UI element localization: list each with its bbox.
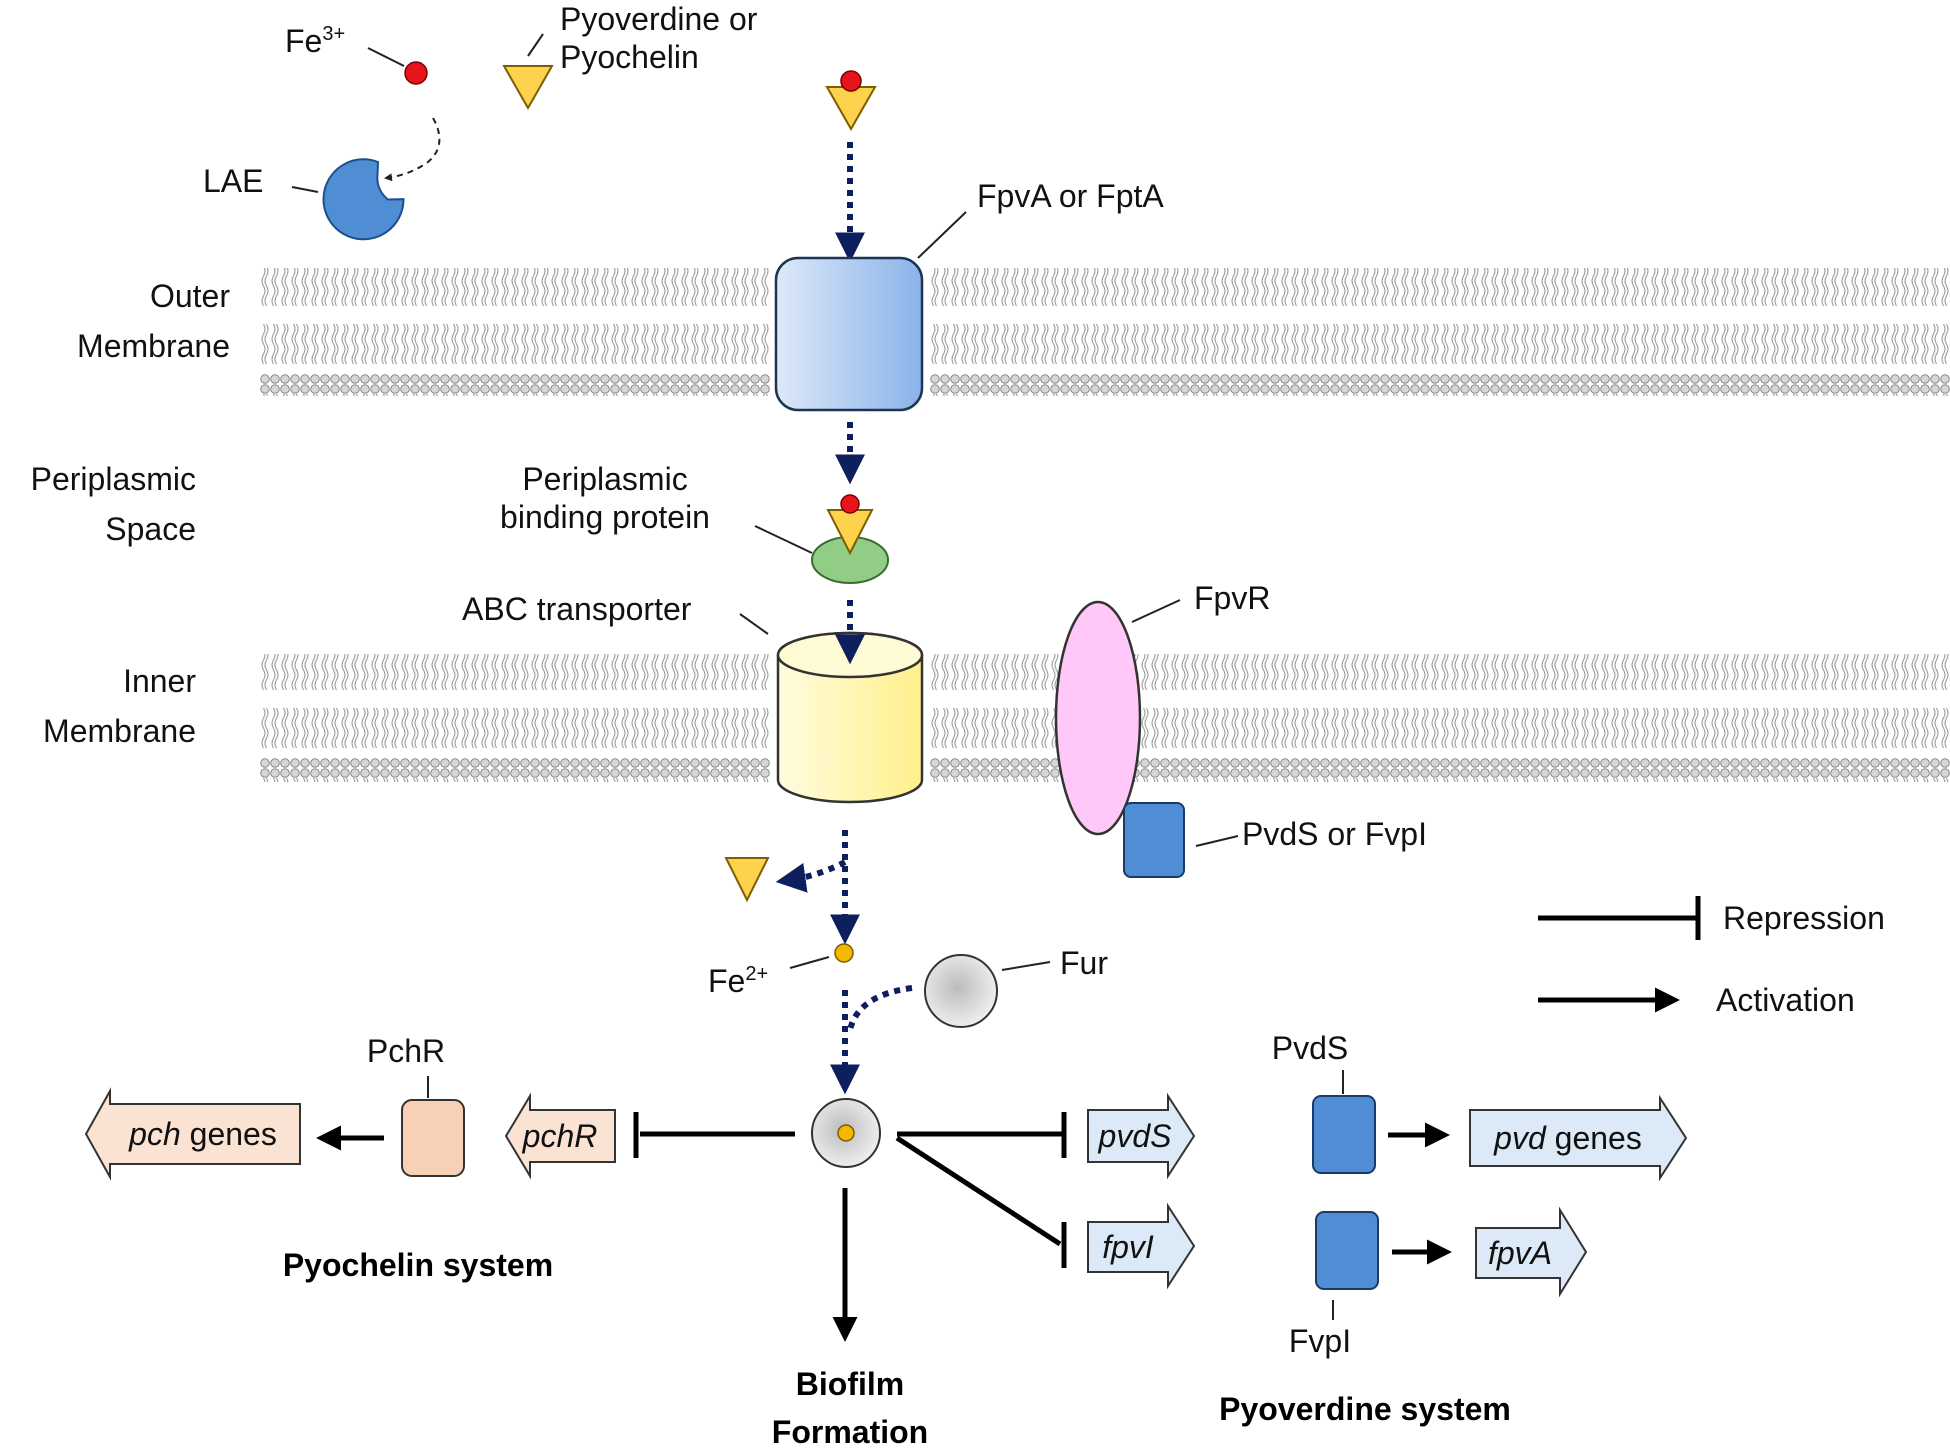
fpvi-gene-label: fpvI bbox=[1102, 1229, 1154, 1265]
biofilm-label-2: Formation bbox=[772, 1414, 928, 1449]
fe-fur-complex-iron-icon bbox=[837, 1124, 855, 1142]
fe3-leader bbox=[367, 47, 405, 67]
pvds-protein-label: PvdS bbox=[1272, 1030, 1348, 1066]
legend-repression-label: Repression bbox=[1723, 900, 1885, 936]
released-siderophore-icon bbox=[724, 857, 770, 903]
pch-genes-label: pch genes bbox=[128, 1116, 277, 1152]
pvd-genes-arrow bbox=[1469, 1094, 1688, 1182]
fur-protein bbox=[924, 954, 998, 1028]
outer-membrane-label-1: Outer bbox=[150, 278, 230, 314]
legend: Repression Activation bbox=[1538, 896, 1885, 1018]
iron-fe3-icon bbox=[404, 61, 428, 85]
fur-leader bbox=[1001, 961, 1051, 971]
pvd-genes-label: pvd genes bbox=[1493, 1120, 1642, 1156]
outer-membrane-right bbox=[930, 268, 1950, 396]
fpva-fpta-receptor bbox=[774, 256, 924, 412]
fvpi-protein-label: FvpI bbox=[1289, 1323, 1351, 1359]
siderophore-icon bbox=[502, 65, 554, 111]
iron-bound-icon bbox=[840, 70, 862, 92]
pvds-protein bbox=[1312, 1095, 1376, 1174]
siderophore-label-1: Pyoverdine or bbox=[560, 1, 758, 37]
pyoverdine-system-label: Pyoverdine system bbox=[1219, 1391, 1511, 1427]
pyochelin-system-label: Pyochelin system bbox=[283, 1247, 553, 1283]
pbp-leader bbox=[754, 525, 813, 554]
outer-membrane-left bbox=[260, 268, 770, 396]
pchr-protein-label: PchR bbox=[367, 1033, 445, 1069]
sigma-label: PvdS or FvpI bbox=[1242, 816, 1427, 852]
siderophore-label-2: Pyochelin bbox=[560, 39, 699, 75]
fpvi-gene-arrow bbox=[1087, 1202, 1196, 1290]
lae-label: LAE bbox=[203, 163, 263, 199]
fpvr-leader bbox=[1131, 599, 1181, 623]
lae-leader bbox=[291, 186, 319, 193]
fe3-label: Fe3+ bbox=[285, 23, 345, 59]
periplasm-label-1: Periplasmic bbox=[31, 461, 196, 497]
pvds-fvpi-sigma-factor bbox=[1123, 802, 1185, 878]
siderophore-recycle-arrow bbox=[775, 859, 847, 893]
fvpi-protein bbox=[1315, 1211, 1379, 1290]
legend-activation-label: Activation bbox=[1716, 982, 1855, 1018]
bound-iron-icon bbox=[840, 494, 860, 514]
biofilm-label-1: Biofilm bbox=[796, 1366, 904, 1402]
pch-genes-arrow bbox=[84, 1087, 301, 1181]
iron-fe2-icon bbox=[834, 943, 854, 963]
sigma-leader bbox=[1195, 835, 1239, 847]
pchr-gene-arrow bbox=[504, 1092, 616, 1180]
fe2-label: Fe2+ bbox=[708, 963, 768, 999]
ferri-siderophore-icon bbox=[825, 86, 877, 132]
receptor-leader bbox=[917, 211, 967, 259]
pvds-gene-arrow bbox=[1087, 1092, 1196, 1180]
fpvr-label: FpvR bbox=[1194, 580, 1270, 616]
pvds-gene-label: pvdS bbox=[1098, 1118, 1172, 1154]
pbp-label-2: binding protein bbox=[500, 499, 710, 535]
fpva-gene-label: fpvA bbox=[1488, 1235, 1552, 1271]
abc-leader bbox=[739, 613, 769, 635]
fur-binding-path bbox=[847, 985, 913, 1031]
outer-membrane-label-2: Membrane bbox=[77, 328, 230, 364]
repression-fpvi-line bbox=[895, 1135, 1062, 1247]
fur-label: Fur bbox=[1060, 945, 1108, 981]
fe2-leader bbox=[789, 956, 830, 969]
inner-membrane-left bbox=[260, 654, 770, 782]
fe-transfer-arrow bbox=[384, 117, 441, 182]
pchr-gene-label: pchR bbox=[522, 1118, 598, 1154]
inner-membrane-label-2: Membrane bbox=[43, 713, 196, 749]
siderophore-leader bbox=[527, 33, 544, 57]
pchr-protein bbox=[401, 1099, 465, 1177]
abc-label: ABC transporter bbox=[462, 591, 692, 627]
lae-icon bbox=[322, 158, 405, 241]
fpvr-protein bbox=[1054, 600, 1142, 836]
fpva-gene-arrow bbox=[1475, 1206, 1588, 1298]
pbp-label-1: Periplasmic bbox=[522, 461, 687, 497]
inner-membrane-label-1: Inner bbox=[123, 663, 196, 699]
periplasm-label-2: Space bbox=[105, 511, 196, 547]
receptor-label: FpvA or FptA bbox=[977, 178, 1164, 214]
